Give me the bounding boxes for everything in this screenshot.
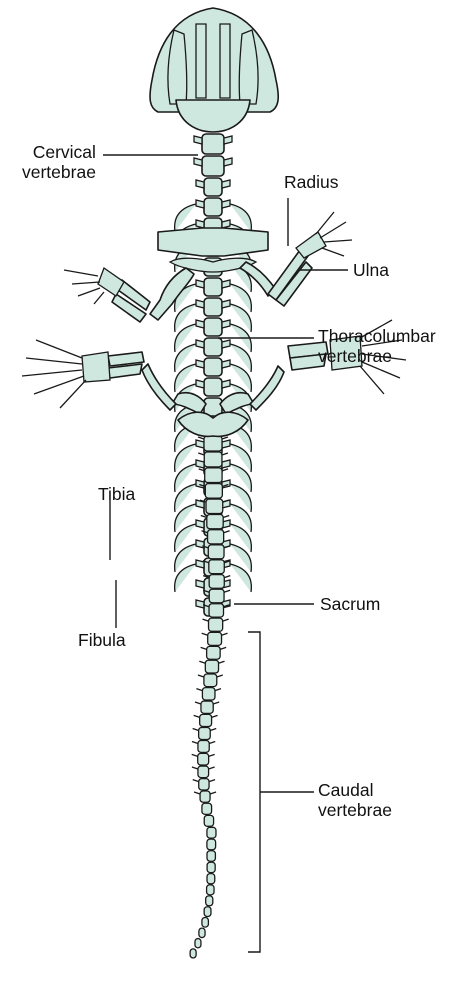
caudal-vertebra	[202, 918, 208, 928]
caudal-vertebra	[204, 674, 217, 687]
label-sacrum: Sacrum	[320, 594, 380, 614]
caudal-vertebra	[207, 646, 221, 659]
caudal-vertebra	[195, 939, 201, 948]
label-caudal-line2: vertebrae	[318, 800, 392, 820]
skull	[150, 8, 278, 132]
label-tibia: Tibia	[98, 484, 135, 504]
caudal-vertebra	[206, 499, 223, 513]
caudal-vertebra	[208, 632, 222, 645]
vertebra	[204, 298, 222, 316]
label-thoracolumbar-line2: vertebrae	[318, 346, 436, 366]
caudal-vertebra	[209, 575, 224, 589]
caudal-vertebra	[198, 753, 209, 765]
vertebra	[204, 178, 222, 196]
caudal-vertebra	[204, 436, 222, 451]
label-thoracolumbar-vertebrae: Thoracolumbar vertebrae	[318, 326, 436, 366]
caudal-vertebra	[207, 839, 216, 850]
label-fibula: Fibula	[78, 630, 126, 650]
caudal-vertebra	[207, 874, 215, 884]
vertebra	[202, 156, 224, 176]
caudal-vertebra	[207, 515, 223, 529]
label-caudal-vertebrae: Caudal vertebrae	[318, 780, 392, 820]
caudal-vertebra	[190, 949, 196, 958]
caudal-vertebra	[204, 815, 213, 826]
caudal-vertebra	[199, 728, 211, 740]
vertebra	[204, 278, 222, 296]
caudal-vertebra	[209, 618, 223, 631]
leader-lines	[103, 155, 348, 952]
vertebra	[204, 338, 222, 356]
label-ulna: Ulna	[353, 260, 389, 280]
left-hindlimb	[22, 340, 176, 410]
caudal-vertebra	[198, 766, 209, 778]
caudal-vertebra	[200, 791, 210, 802]
caudal-vertebra	[206, 896, 213, 906]
tail-vertebrae	[190, 436, 230, 958]
caudal-vertebra	[202, 688, 215, 700]
label-thoracolumbar-line1: Thoracolumbar	[318, 326, 436, 346]
caudal-vertebra	[204, 907, 211, 917]
caudal-vertebra	[207, 862, 215, 872]
caudal-vertebra	[199, 928, 205, 937]
caudal-bracket	[248, 632, 260, 952]
caudal-vertebra	[209, 589, 224, 603]
vertebra	[204, 198, 222, 216]
caudal-vertebra	[199, 779, 209, 790]
label-cervical-line2: vertebrae	[22, 162, 96, 182]
right-forelimb	[240, 212, 352, 306]
label-caudal-line1: Caudal	[318, 780, 392, 800]
caudal-vertebra	[205, 468, 222, 483]
caudal-vertebra	[208, 530, 224, 544]
caudal-vertebra	[209, 560, 224, 574]
label-radius: Radius	[284, 172, 338, 192]
caudal-vertebra	[198, 741, 209, 753]
caudal-vertebra	[207, 885, 214, 895]
caudal-vertebra	[208, 545, 224, 559]
vertebra	[202, 134, 224, 154]
label-cervical-vertebrae: Cervical vertebrae	[22, 142, 96, 182]
caudal-vertebra	[205, 660, 218, 673]
vertebra	[204, 378, 222, 396]
caudal-vertebra	[207, 827, 216, 838]
left-forelimb	[64, 268, 194, 322]
caudal-vertebra	[200, 714, 212, 726]
label-cervical-line1: Cervical	[22, 142, 96, 162]
caudal-vertebra	[201, 701, 213, 713]
caudal-vertebra	[205, 484, 222, 499]
caudal-vertebra	[204, 452, 222, 467]
caudal-vertebra	[207, 851, 215, 862]
vertebra	[204, 318, 222, 336]
caudal-vertebra	[209, 604, 223, 617]
caudal-vertebra	[202, 803, 212, 814]
vertebra	[204, 358, 222, 376]
